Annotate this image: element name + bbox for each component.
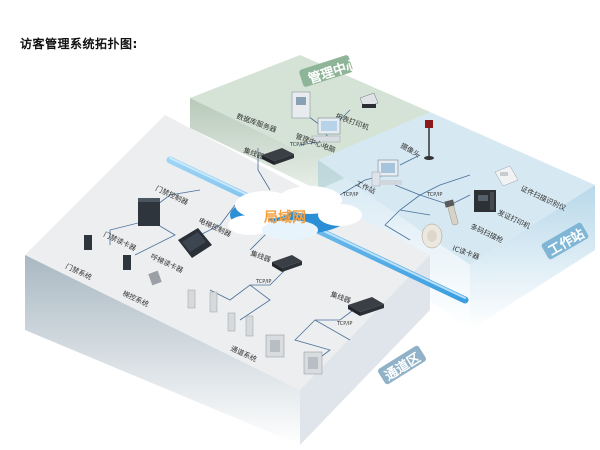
id-scanner[interactable] — [494, 165, 519, 187]
diagram-title: 访客管理系统拓扑图: — [20, 37, 138, 51]
card-printer[interactable] — [474, 190, 496, 212]
elevator-controller[interactable] — [178, 228, 212, 258]
zone-passage: 通道区 — [25, 115, 430, 445]
label-ws-tcp-pc: TCP/IP — [342, 192, 358, 198]
passage-hub-2[interactable] — [348, 297, 384, 316]
door-reader-1[interactable] — [84, 235, 92, 250]
ic-reader[interactable] — [421, 223, 443, 249]
lan-cloud[interactable]: 局域网 — [228, 186, 362, 240]
door-controller[interactable] — [138, 198, 160, 226]
mgmt-hub[interactable] — [262, 148, 294, 165]
passage-hub-1[interactable] — [272, 255, 302, 272]
barcode-scanner[interactable] — [444, 199, 459, 226]
label-passage-tcp-2: TCP/IP — [336, 321, 352, 327]
workstation-pc[interactable] — [371, 159, 402, 187]
label-passage-tcp-1: TCP/IP — [255, 279, 271, 285]
label-mgmt-tcp: TCP/IP — [289, 142, 305, 148]
call-reader[interactable] — [148, 270, 162, 286]
report-printer[interactable] — [359, 92, 379, 109]
turnstile-group-1[interactable] — [187, 289, 254, 337]
mgmt-pc[interactable] — [311, 117, 341, 143]
lan-label: 局域网 — [264, 209, 306, 226]
camera[interactable] — [424, 120, 434, 160]
door-reader-2[interactable] — [123, 255, 131, 270]
label-ws-tcp-hub: TCP/IP — [426, 192, 442, 198]
turnstile-group-2[interactable] — [265, 334, 323, 375]
db-server[interactable] — [291, 91, 311, 119]
